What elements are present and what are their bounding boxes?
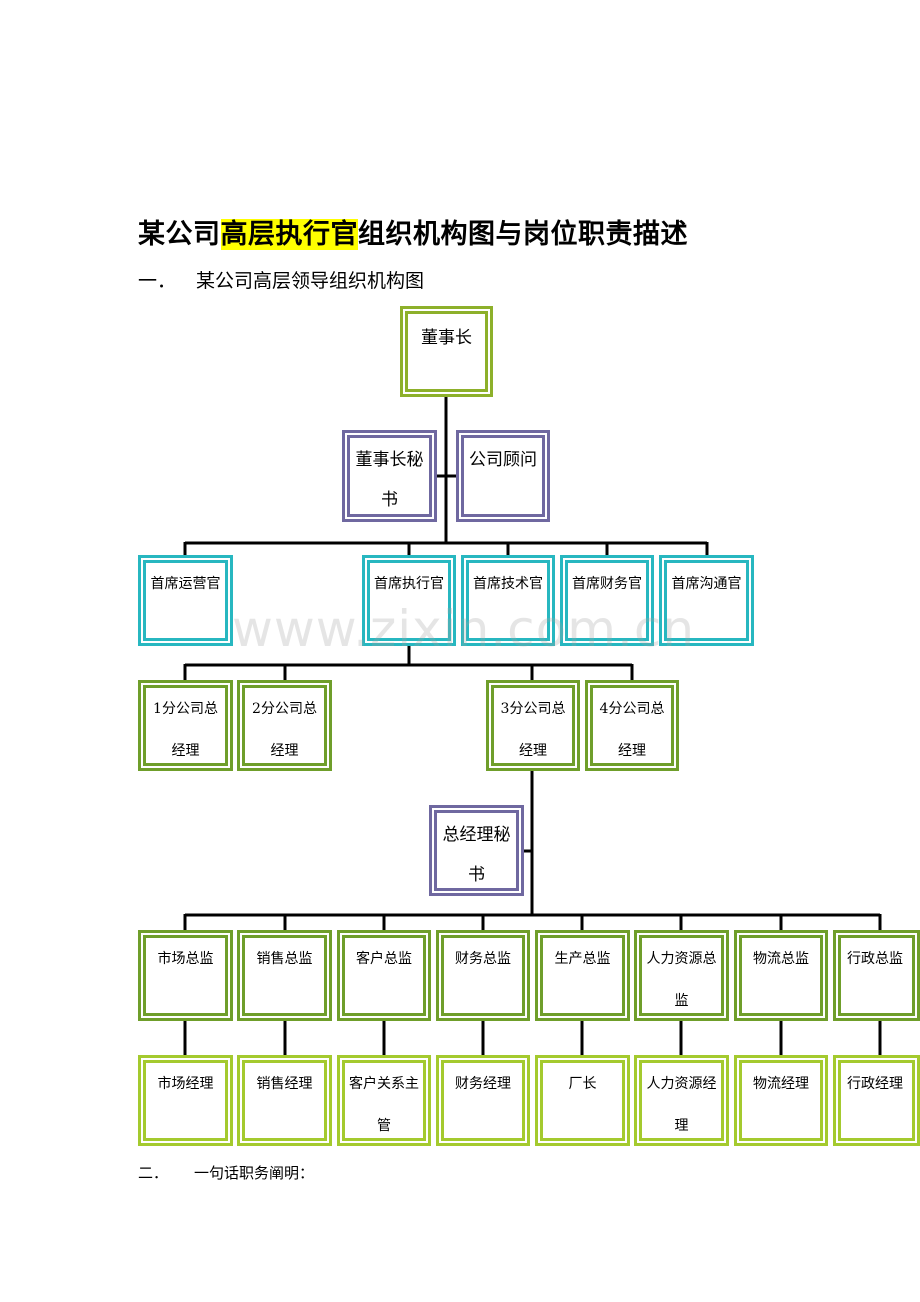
section-2-text: 一句话职务阐明：: [194, 1164, 315, 1182]
org-node-coo: 首席运营官: [138, 555, 233, 646]
org-node-admin-manager: 行政经理: [833, 1055, 920, 1146]
org-node-cco: 首席沟通官: [659, 555, 754, 646]
org-node-finance-manager: 财务经理: [436, 1055, 530, 1146]
org-node-ceo: 首席执行官: [362, 555, 456, 646]
title-part-1: 某公司: [138, 219, 221, 250]
title-highlight: 高层执行官: [220, 219, 358, 250]
org-node-factory-director: 厂长: [535, 1055, 630, 1146]
org-node-branch-3-gm: 3分公司总经理: [486, 680, 580, 771]
org-node-chairman: 董事长: [400, 306, 493, 397]
org-node-production-director: 生产总监: [535, 930, 630, 1021]
org-node-marketing-manager: 市场经理: [138, 1055, 233, 1146]
org-node-cfo: 首席财务官: [560, 555, 654, 646]
org-node-logistics-director: 物流总监: [734, 930, 828, 1021]
org-node-customer-director: 客户总监: [337, 930, 431, 1021]
title-part-3: 组织机构图与岗位职责描述: [358, 219, 688, 250]
org-node-branch-4-gm: 4分公司总经理: [585, 680, 679, 771]
document-title: 某公司高层执行官组织机构图与岗位职责描述: [138, 212, 688, 251]
org-node-company-advisor: 公司顾问: [456, 430, 550, 522]
org-node-gm-secretary: 总经理秘书: [429, 805, 524, 896]
org-node-cto: 首席技术官: [461, 555, 555, 646]
section-1-heading: 一． 某公司高层领导组织机构图: [138, 266, 424, 293]
org-node-branch-1-gm: 1分公司总经理: [138, 680, 233, 771]
org-node-finance-director: 财务总监: [436, 930, 530, 1021]
org-node-hr-director: 人力资源总监: [634, 930, 729, 1021]
org-node-chairman-secretary: 董事长秘书: [342, 430, 437, 522]
org-node-sales-director: 销售总监: [237, 930, 332, 1021]
org-node-marketing-director: 市场总监: [138, 930, 233, 1021]
org-node-admin-director: 行政总监: [833, 930, 920, 1021]
section-2-heading: 二． 一句话职务阐明：: [138, 1162, 314, 1183]
org-node-logistics-manager: 物流经理: [734, 1055, 828, 1146]
section-2-number: 二．: [138, 1164, 169, 1182]
section-1-text: 某公司高层领导组织机构图: [196, 270, 425, 292]
section-1-number: 一．: [138, 270, 177, 292]
org-node-sales-manager: 销售经理: [237, 1055, 332, 1146]
org-node-customer-relations-supervisor: 客户关系主管: [337, 1055, 431, 1146]
org-node-hr-manager: 人力资源经理: [634, 1055, 729, 1146]
org-node-branch-2-gm: 2分公司总经理: [237, 680, 332, 771]
